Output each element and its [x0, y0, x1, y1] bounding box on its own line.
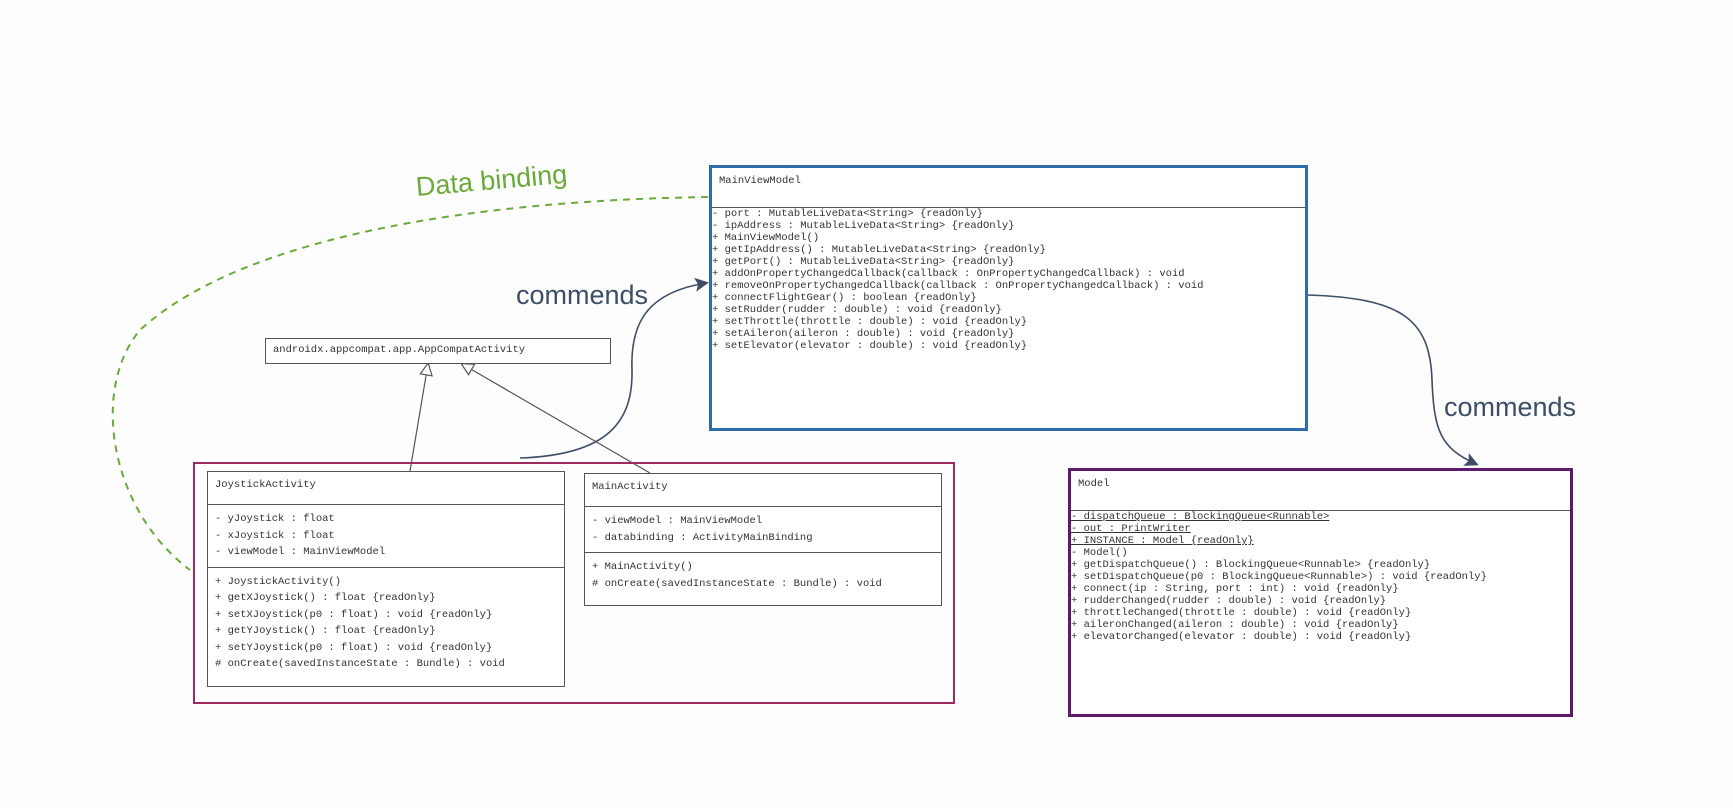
- operation-row: # onCreate(savedInstanceState : Bundle) …: [215, 658, 505, 670]
- operation-row: + getXJoystick() : float {readOnly}: [215, 592, 436, 604]
- attribute-row: - databinding : ActivityMainBinding: [592, 531, 813, 544]
- operation-row: + setAileron(aileron : double) : void {r…: [712, 328, 1015, 340]
- operation-row: + connectFlightGear() : boolean {readOnl…: [712, 292, 977, 304]
- model-attributes: - dispatchQueue : BlockingQueue<Runnable…: [1071, 510, 1570, 547]
- inheritance-arrow-main: [462, 364, 651, 474]
- joystick-activity-class: JoystickActivity - yJoystick : float - x…: [207, 471, 565, 687]
- operation-row: + setYJoystick(p0 : float) : void {readO…: [215, 641, 493, 654]
- operation-row: + setRudder(rudder : double) : void {rea…: [712, 304, 1002, 316]
- operation-row: + aileronChanged(aileron : double) : voi…: [1071, 619, 1399, 631]
- main-activity-attributes: - viewModel : MainViewModel - databindin…: [585, 506, 941, 552]
- operation-row: + connect(ip : String, port : int) : voi…: [1071, 583, 1399, 595]
- operation-row: + getDispatchQueue() : BlockingQueue<Run…: [1071, 559, 1431, 571]
- commends-arrow-to-model: [1307, 294, 1479, 466]
- superclass-name: androidx.appcompat.app.AppCompatActivity: [273, 344, 526, 356]
- commends-label-left: commends: [516, 280, 649, 310]
- main-view-model-attributes: - port : MutableLiveData<String> {readOn…: [712, 207, 1305, 232]
- main-view-model-operations: + MainViewModel() + getIpAddress() : Mut…: [712, 232, 1305, 352]
- joystick-activity-attributes: - yJoystick : float - xJoystick : float …: [208, 504, 564, 567]
- operation-row: + setElevator(elevator : double) : void …: [712, 340, 1028, 352]
- operation-row: + getPort() : MutableLiveData<String> {r…: [712, 256, 1015, 268]
- main-activity-operations: + MainActivity() # onCreate(savedInstanc…: [585, 552, 941, 598]
- model-frame: Model - dispatchQueue : BlockingQueue<Ru…: [1068, 468, 1573, 717]
- attribute-row: - xJoystick : float: [215, 529, 335, 542]
- main-activity-name: MainActivity: [592, 481, 668, 493]
- attribute-row: - viewModel : MainViewModel: [215, 546, 386, 558]
- attribute-row: - port : MutableLiveData<String> {readOn…: [712, 208, 983, 220]
- attribute-row: - ipAddress : MutableLiveData<String> {r…: [712, 220, 1015, 232]
- main-activity-class: MainActivity - viewModel : MainViewModel…: [584, 473, 942, 606]
- operation-row: + MainViewModel(): [712, 232, 820, 244]
- operation-row: + getIpAddress() : MutableLiveData<Strin…: [712, 244, 1046, 256]
- operation-row: + addOnPropertyChangedCallback(callback …: [712, 268, 1185, 280]
- joystick-activity-name: JoystickActivity: [215, 479, 316, 491]
- operation-row: + removeOnPropertyChangedCallback(callba…: [712, 280, 1204, 292]
- model-class: Model - dispatchQueue : BlockingQueue<Ru…: [1071, 471, 1570, 714]
- attribute-row: - viewModel : MainViewModel: [592, 515, 763, 527]
- main-view-model-class: MainViewModel - port : MutableLiveData<S…: [712, 168, 1305, 428]
- operation-row: + setXJoystick(p0 : float) : void {readO…: [215, 608, 493, 621]
- operation-row: + rudderChanged(rudder : double) : void …: [1071, 595, 1387, 607]
- data-binding-connector: [111, 196, 709, 571]
- attribute-row: - dispatchQueue : BlockingQueue<Runnable…: [1071, 511, 1330, 523]
- operation-row: + setDispatchQueue(p0 : BlockingQueue<Ru…: [1071, 571, 1487, 583]
- operation-row: + JoystickActivity(): [215, 575, 342, 588]
- operation-row: - Model(): [1071, 547, 1128, 559]
- model-name: Model: [1078, 478, 1110, 490]
- commends-arrow-to-viewmodel: [519, 277, 709, 459]
- superclass-appcompatactivity: androidx.appcompat.app.AppCompatActivity: [265, 338, 611, 364]
- main-view-model-name: MainViewModel: [719, 175, 801, 187]
- operation-row: + MainActivity(): [592, 561, 693, 573]
- view-group-frame: [193, 462, 955, 704]
- operation-row: + throttleChanged(throttle : double) : v…: [1071, 607, 1412, 619]
- operation-row: + setThrottle(throttle : double) : void …: [712, 316, 1028, 328]
- attribute-row: - yJoystick : float: [215, 513, 335, 525]
- operation-row: + getYJoystick() : float {readOnly}: [215, 625, 436, 637]
- joystick-activity-operations: + JoystickActivity() + getXJoystick() : …: [208, 566, 564, 679]
- model-operations: - Model() + getDispatchQueue() : Blockin…: [1071, 547, 1570, 643]
- attribute-row: - out : PrintWriter: [1071, 523, 1191, 535]
- operation-row: # onCreate(savedInstanceState : Bundle) …: [592, 577, 882, 590]
- main-view-model-frame: MainViewModel - port : MutableLiveData<S…: [709, 165, 1308, 431]
- operation-row: + elevatorChanged(elevator : double) : v…: [1071, 631, 1412, 643]
- attribute-row: + INSTANCE : Model {readOnly}: [1071, 535, 1254, 547]
- inheritance-arrow-joystick: [409, 364, 428, 472]
- commends-label-right: commends: [1444, 392, 1577, 422]
